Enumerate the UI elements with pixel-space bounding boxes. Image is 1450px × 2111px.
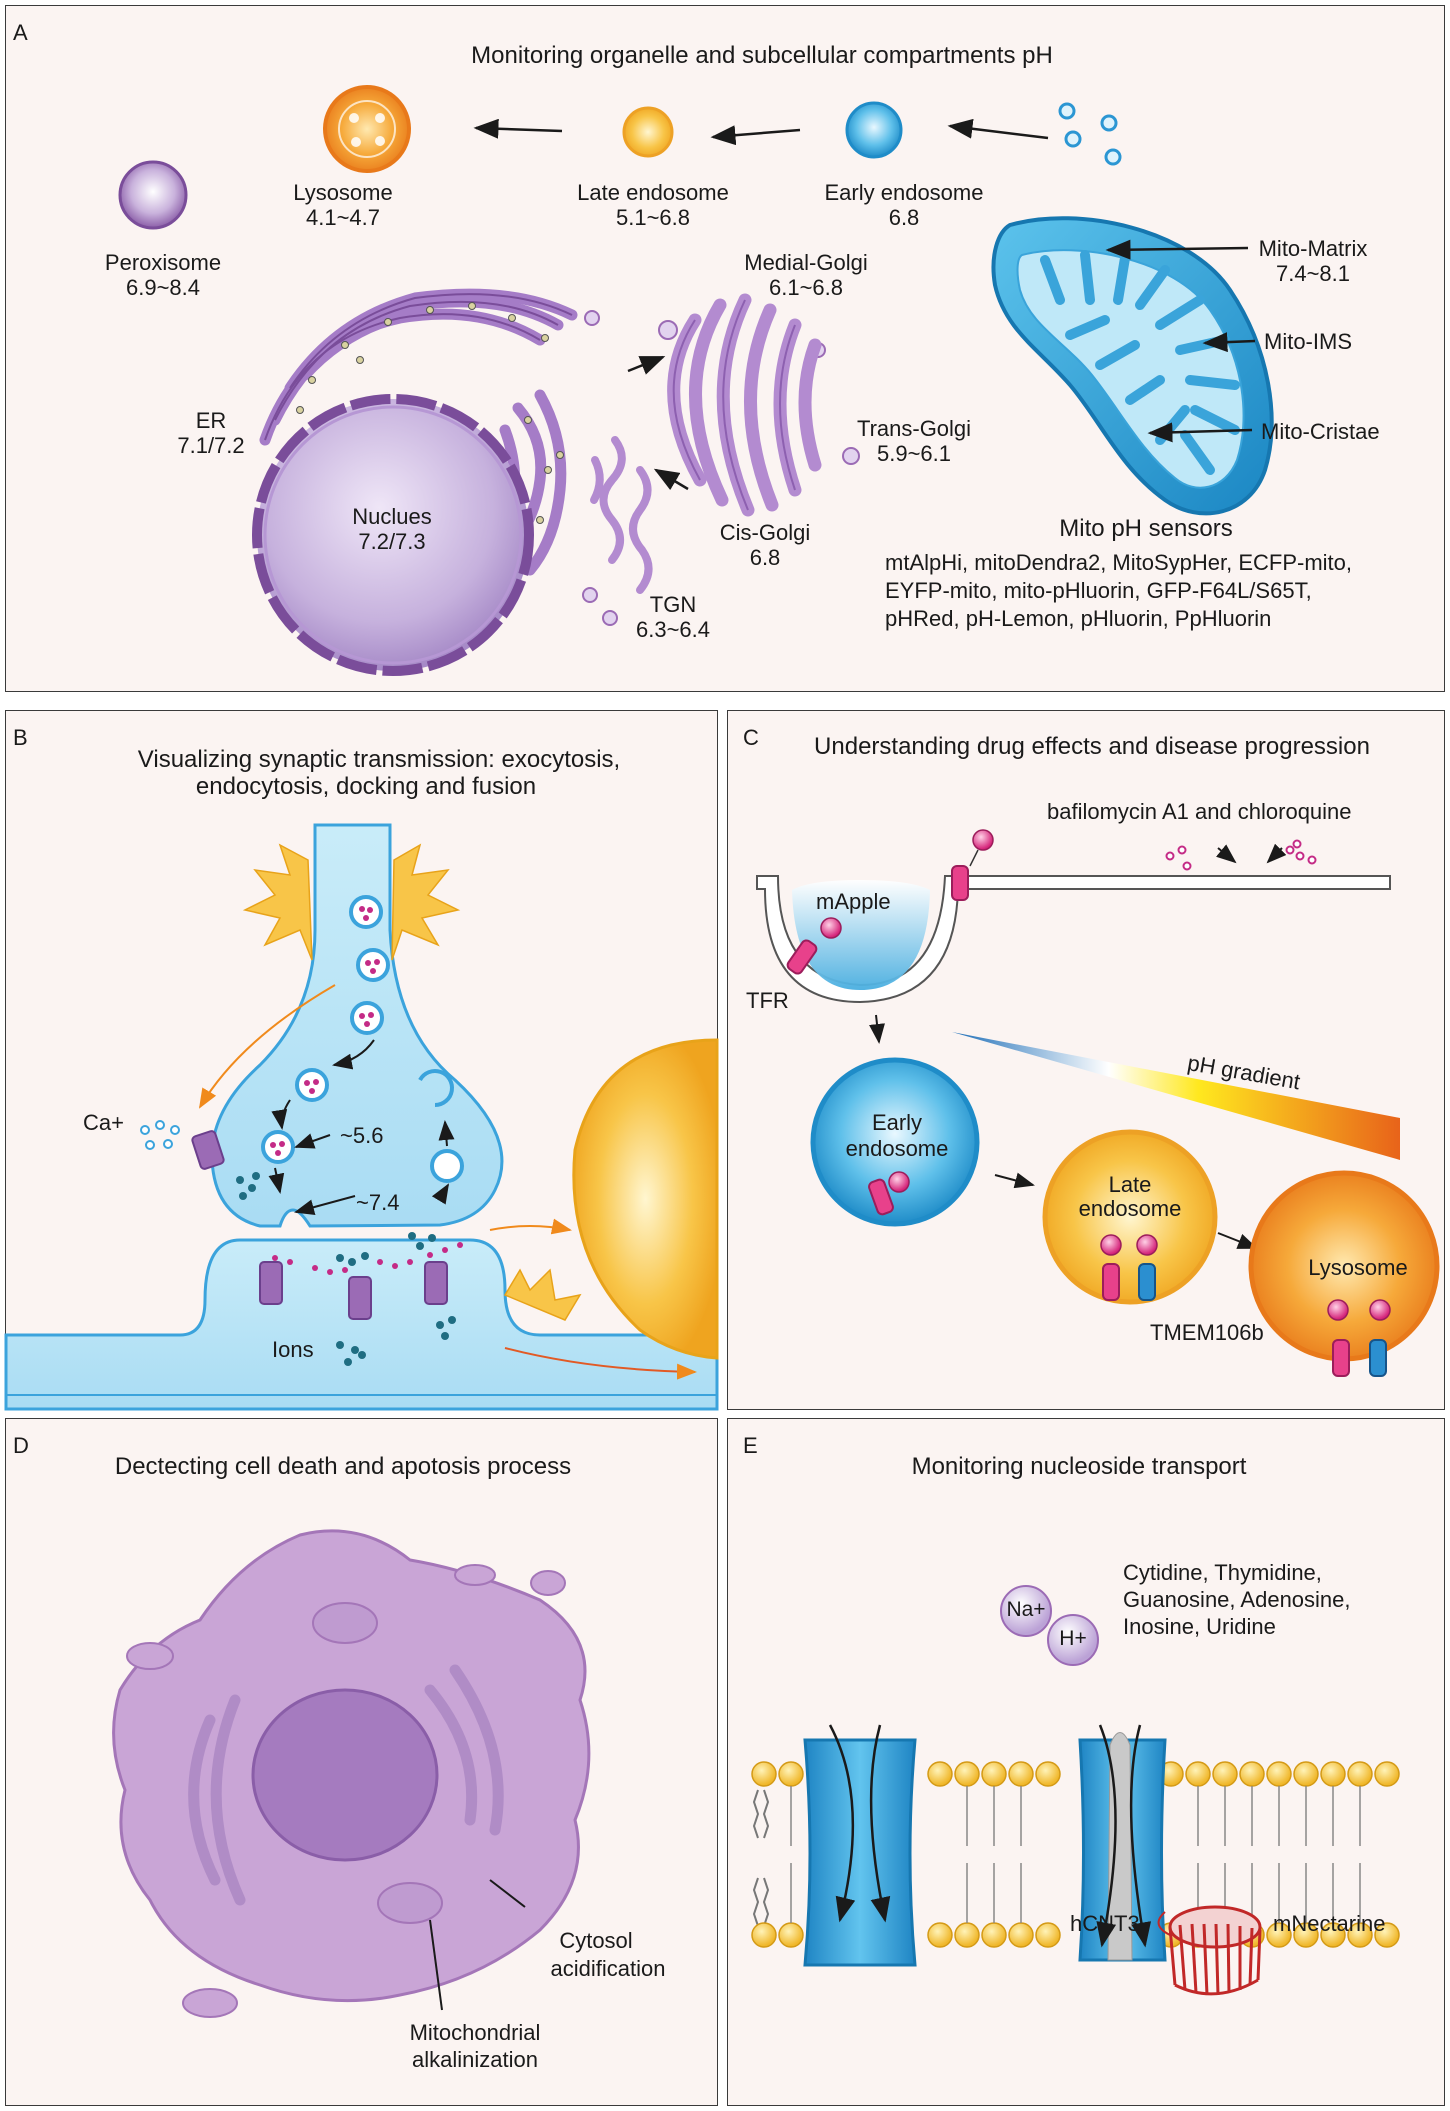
mito-sensors-line-2: EYFP-mito, mito-pHluorin, GFP-F64L/S65T, bbox=[885, 578, 1312, 603]
cis-golgi-ph: 6.8 bbox=[749, 545, 781, 570]
panel-c-letter: C bbox=[743, 725, 759, 750]
panel-b-title-line-1: Visualizing synaptic transmission: exocy… bbox=[137, 746, 621, 773]
late-endosome-ph: 5.1~6.8 bbox=[615, 205, 691, 230]
late-endosome-line-2: endosome bbox=[1078, 1196, 1182, 1221]
drug-label: bafilomycin A1 and chloroquine bbox=[1047, 799, 1352, 824]
cytosol-line-1: Cytosol bbox=[559, 1928, 633, 1953]
lysosome-name: Lysosome bbox=[293, 180, 393, 205]
late-endosome-line-1: Late bbox=[1108, 1172, 1152, 1197]
panel-a-letter: A bbox=[13, 20, 28, 45]
nucleosides-line-2: Guanosine, Adenosine, bbox=[1123, 1587, 1351, 1612]
peroxisome-name: Peroxisome bbox=[104, 250, 222, 275]
late-endosome-name: Late endosome bbox=[577, 180, 729, 205]
peroxisome-ph: 6.9~8.4 bbox=[125, 275, 201, 300]
mito-sensors-line-3: pHRed, pH-Lemon, pHluorin, PpHluorin bbox=[885, 606, 1272, 631]
panel-c-graphics bbox=[756, 829, 1440, 1377]
panel-b-graphics bbox=[4, 823, 719, 1411]
early-endosome-name: Early endosome bbox=[824, 180, 984, 205]
tgn-ph: 6.3~6.4 bbox=[635, 617, 711, 642]
hcnt3-label: hCNT3 bbox=[1070, 1911, 1140, 1936]
mito-cristae-label: Mito-Cristae bbox=[1261, 419, 1380, 444]
er-name: ER bbox=[195, 408, 227, 433]
panel-d-title: Dectecting cell death and apotosis proce… bbox=[114, 1453, 572, 1480]
medial-golgi-name: Medial-Golgi bbox=[744, 250, 868, 275]
er-ph: 7.1/7.2 bbox=[177, 433, 245, 458]
ca-ion-label: Ca+ bbox=[83, 1110, 124, 1135]
trans-golgi-name: Trans-Golgi bbox=[856, 416, 972, 441]
early-endosome-line-2: endosome bbox=[845, 1136, 949, 1161]
tgn-name: TGN bbox=[649, 592, 697, 617]
mito-alkalinization-line-2: alkalinization bbox=[412, 2047, 538, 2072]
nucleosides-line-3: Inosine, Uridine bbox=[1123, 1614, 1276, 1639]
nucleus-name: Nuclues bbox=[352, 504, 432, 529]
trans-golgi-ph: 5.9~6.1 bbox=[876, 441, 952, 466]
vesicle-ph-label: ~5.6 bbox=[340, 1123, 384, 1148]
mnectarine-label: mNectarine bbox=[1273, 1911, 1386, 1936]
cytosol-line-2: acidification bbox=[550, 1956, 666, 1981]
mito-ims-label: Mito-IMS bbox=[1264, 329, 1352, 354]
lysosome-label: Lysosome bbox=[1308, 1255, 1408, 1280]
panel-b-title-line-2: endocytosis, docking and fusion bbox=[195, 773, 537, 800]
nucleus-ph: 7.2/7.3 bbox=[358, 529, 426, 554]
mito-sensors-title: Mito pH sensors bbox=[1059, 515, 1233, 542]
medial-golgi-ph: 6.1~6.8 bbox=[768, 275, 844, 300]
panel-b-letter: B bbox=[13, 725, 28, 750]
lysosome-ph: 4.1~4.7 bbox=[305, 205, 381, 230]
mito-matrix-name: Mito-Matrix bbox=[1258, 236, 1368, 261]
panel-d-graphics bbox=[112, 1529, 591, 2018]
early-endosome-line-1: Early bbox=[871, 1110, 923, 1135]
mito-sensors-line-1: mtAlpHi, mitoDendra2, MitoSypHer, ECFP-m… bbox=[885, 550, 1353, 575]
tmem106b-label: TMEM106b bbox=[1150, 1320, 1264, 1345]
h-ion-label: H+ bbox=[1059, 1627, 1087, 1650]
tfr-label: TFR bbox=[746, 988, 789, 1013]
mito-alkalinization-line-1: Mitochondrial bbox=[409, 2020, 541, 2045]
mapple-label: mApple bbox=[816, 889, 891, 914]
cleft-ph-label: ~7.4 bbox=[356, 1190, 400, 1215]
ions-label: Ions bbox=[272, 1337, 314, 1362]
panel-a-graphics bbox=[118, 85, 1274, 676]
cis-golgi-name: Cis-Golgi bbox=[719, 520, 811, 545]
mito-matrix-ph: 7.4~8.1 bbox=[1275, 261, 1351, 286]
early-endosome-ph: 6.8 bbox=[888, 205, 920, 230]
panel-e-title: Monitoring nucleoside transport bbox=[911, 1453, 1247, 1480]
panel-c-title: Understanding drug effects and disease p… bbox=[814, 733, 1370, 760]
panel-d-letter: D bbox=[13, 1433, 29, 1458]
panel-a-title: Monitoring organelle and subcellular com… bbox=[471, 42, 1053, 69]
panel-e-letter: E bbox=[743, 1433, 758, 1458]
nucleosides-line-1: Cytidine, Thymidine, bbox=[1123, 1560, 1322, 1585]
panel-e-graphics bbox=[751, 1585, 1400, 1996]
na-ion-label: Na+ bbox=[1006, 1598, 1046, 1621]
